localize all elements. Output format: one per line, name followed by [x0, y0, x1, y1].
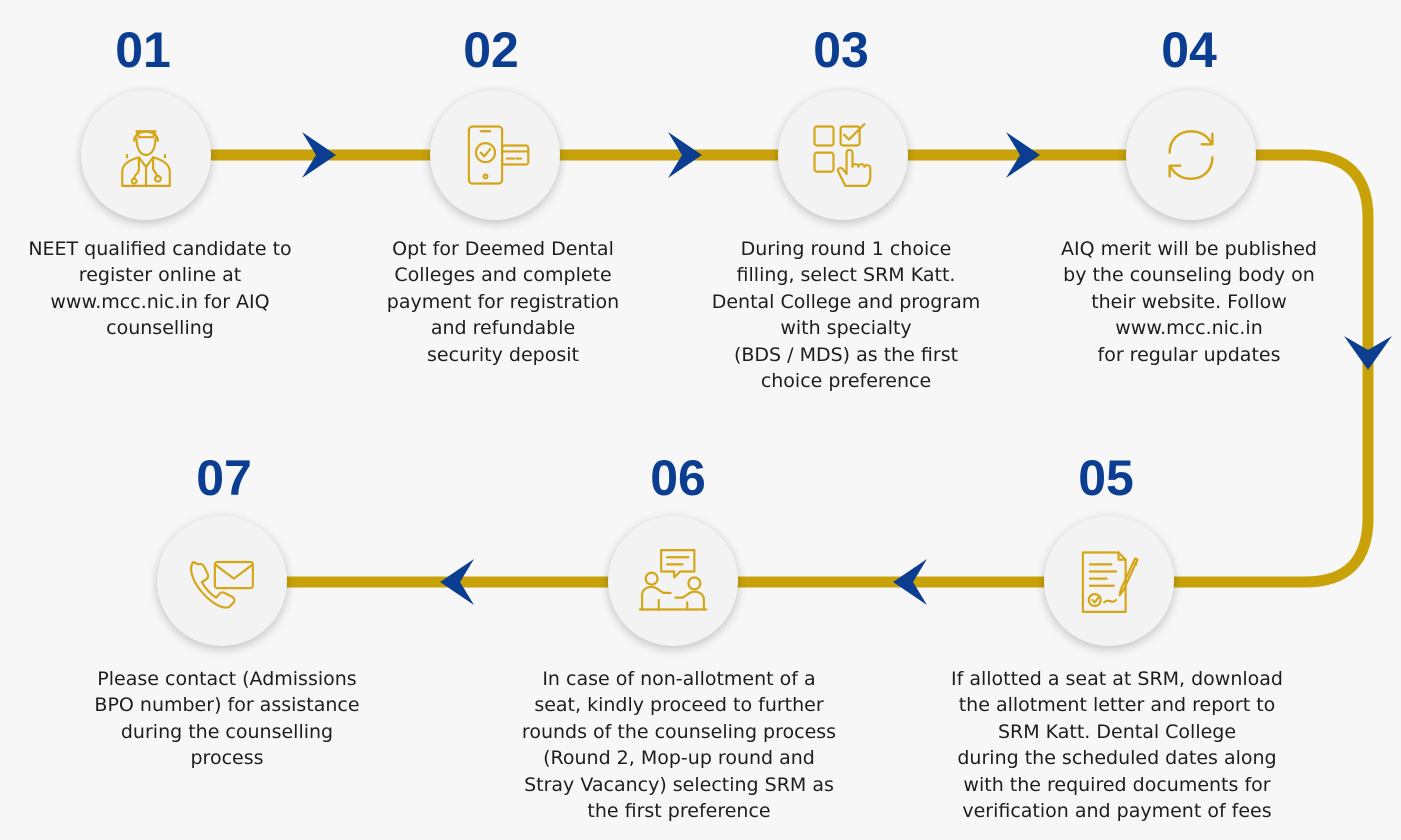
step-05-line-1: If allotted a seat at SRM, download: [951, 668, 1283, 690]
refresh-icon: [1168, 130, 1214, 180]
step-02-line-3: payment for registration: [386, 290, 620, 313]
step-02-line-2: Colleges and complete: [394, 264, 612, 287]
step-circle-03: [778, 90, 908, 220]
step-04-line-5: for regular updates: [1097, 343, 1281, 366]
step-05-line-4: during the scheduled dates along: [957, 747, 1277, 770]
step-description-07: Please contact (Admissions BPO number) f…: [72, 666, 382, 772]
step-circle-05: [1044, 516, 1174, 646]
step-description-05: If allotted a seat at SRM, download the …: [917, 666, 1317, 824]
step-04-line-3: their website. Follow: [1091, 290, 1287, 313]
step-06-line-3: rounds of the counseling process: [521, 720, 837, 743]
step-circle-02: [430, 90, 560, 220]
step-description-06: In case of non-allotment of a seat, kind…: [498, 666, 860, 824]
step-circle-06: [608, 516, 738, 646]
step-03-line-1: During round 1 choice: [740, 238, 952, 260]
step-03-line-6: choice preference: [760, 370, 932, 393]
step-description-04: AIQ merit will be published by the couns…: [1039, 236, 1339, 368]
step-04-line-4: www.mcc.nic.in: [1115, 317, 1263, 340]
step-06-line-1: In case of non-allotment of a: [542, 668, 816, 690]
step-number-06: 06: [650, 450, 706, 506]
arrow-left-2: [440, 559, 474, 605]
step-description-03: During round 1 choice filling, select SR…: [696, 236, 996, 394]
step-02-line-5: security deposit: [427, 343, 579, 366]
signed-document-icon: [1081, 551, 1139, 613]
step-number-04: 04: [1161, 22, 1217, 78]
discussion-icon: [638, 549, 708, 611]
step-05-line-5: with the required documents for: [963, 773, 1271, 796]
arrow-down: [1344, 336, 1392, 370]
step-06-line-6: the first preference: [587, 800, 771, 823]
step-03-line-2: filling, select SRM Katt.: [736, 264, 956, 287]
step-circle-01: [81, 90, 211, 220]
step-02-line-4: and refundable: [430, 317, 576, 340]
step-03-line-4: with specialty: [780, 317, 912, 340]
step-05-line-3: SRM Katt. Dental College: [997, 720, 1237, 743]
phone-mail-icon: [190, 560, 254, 609]
step-04-line-1: AIQ merit will be published: [1061, 238, 1317, 260]
arrow-left-1: [893, 559, 927, 605]
arrow-right-3: [1006, 132, 1040, 178]
step-01-line-1: NEET qualified candidate to: [28, 238, 292, 260]
step-number-02: 02: [463, 22, 519, 78]
step-04-line-2: by the counseling body on: [1063, 264, 1315, 287]
step-03-line-3: Dental College and program: [711, 290, 981, 313]
doctor-icon: [121, 130, 171, 187]
step-05-line-2: the allotment letter and report to: [958, 694, 1276, 717]
step-number-05: 05: [1078, 450, 1134, 506]
step-description-01: NEET qualified candidate to register onl…: [5, 236, 315, 342]
step-02-line-1: Opt for Deemed Dental: [392, 238, 614, 260]
step-05-line-6: verification and payment of fees: [962, 800, 1272, 823]
step-01-line-2: register online at: [78, 264, 242, 287]
step-description-02: Opt for Deemed Dental Colleges and compl…: [358, 236, 648, 368]
step-number-07: 07: [196, 450, 252, 506]
step-circle-07: [157, 516, 287, 646]
step-07-line-2: BPO number) for assistance: [94, 694, 360, 717]
step-number-03: 03: [813, 22, 869, 78]
step-07-line-3: during the counselling: [120, 720, 334, 743]
step-06-line-4: (Round 2, Mop-up round and: [543, 747, 815, 770]
mobile-payment-icon: [467, 125, 530, 185]
step-06-line-5: Stray Vacancy) selecting SRM as: [524, 773, 834, 796]
step-07-line-1: Please contact (Admissions: [97, 668, 357, 690]
arrow-right-2: [668, 132, 702, 178]
choice-checklist-icon: [813, 123, 872, 187]
step-number-01: 01: [115, 22, 171, 78]
step-07-line-4: process: [190, 747, 264, 770]
arrow-right-1: [302, 132, 336, 178]
step-01-line-3: www.mcc.nic.in for AIQ: [50, 290, 270, 313]
step-01-line-4: counselling: [106, 317, 214, 340]
step-circle-04: [1126, 90, 1256, 220]
step-03-line-5: (BDS / MDS) as the first: [733, 343, 959, 366]
step-06-line-2: seat, kindly proceed to further: [534, 694, 824, 717]
